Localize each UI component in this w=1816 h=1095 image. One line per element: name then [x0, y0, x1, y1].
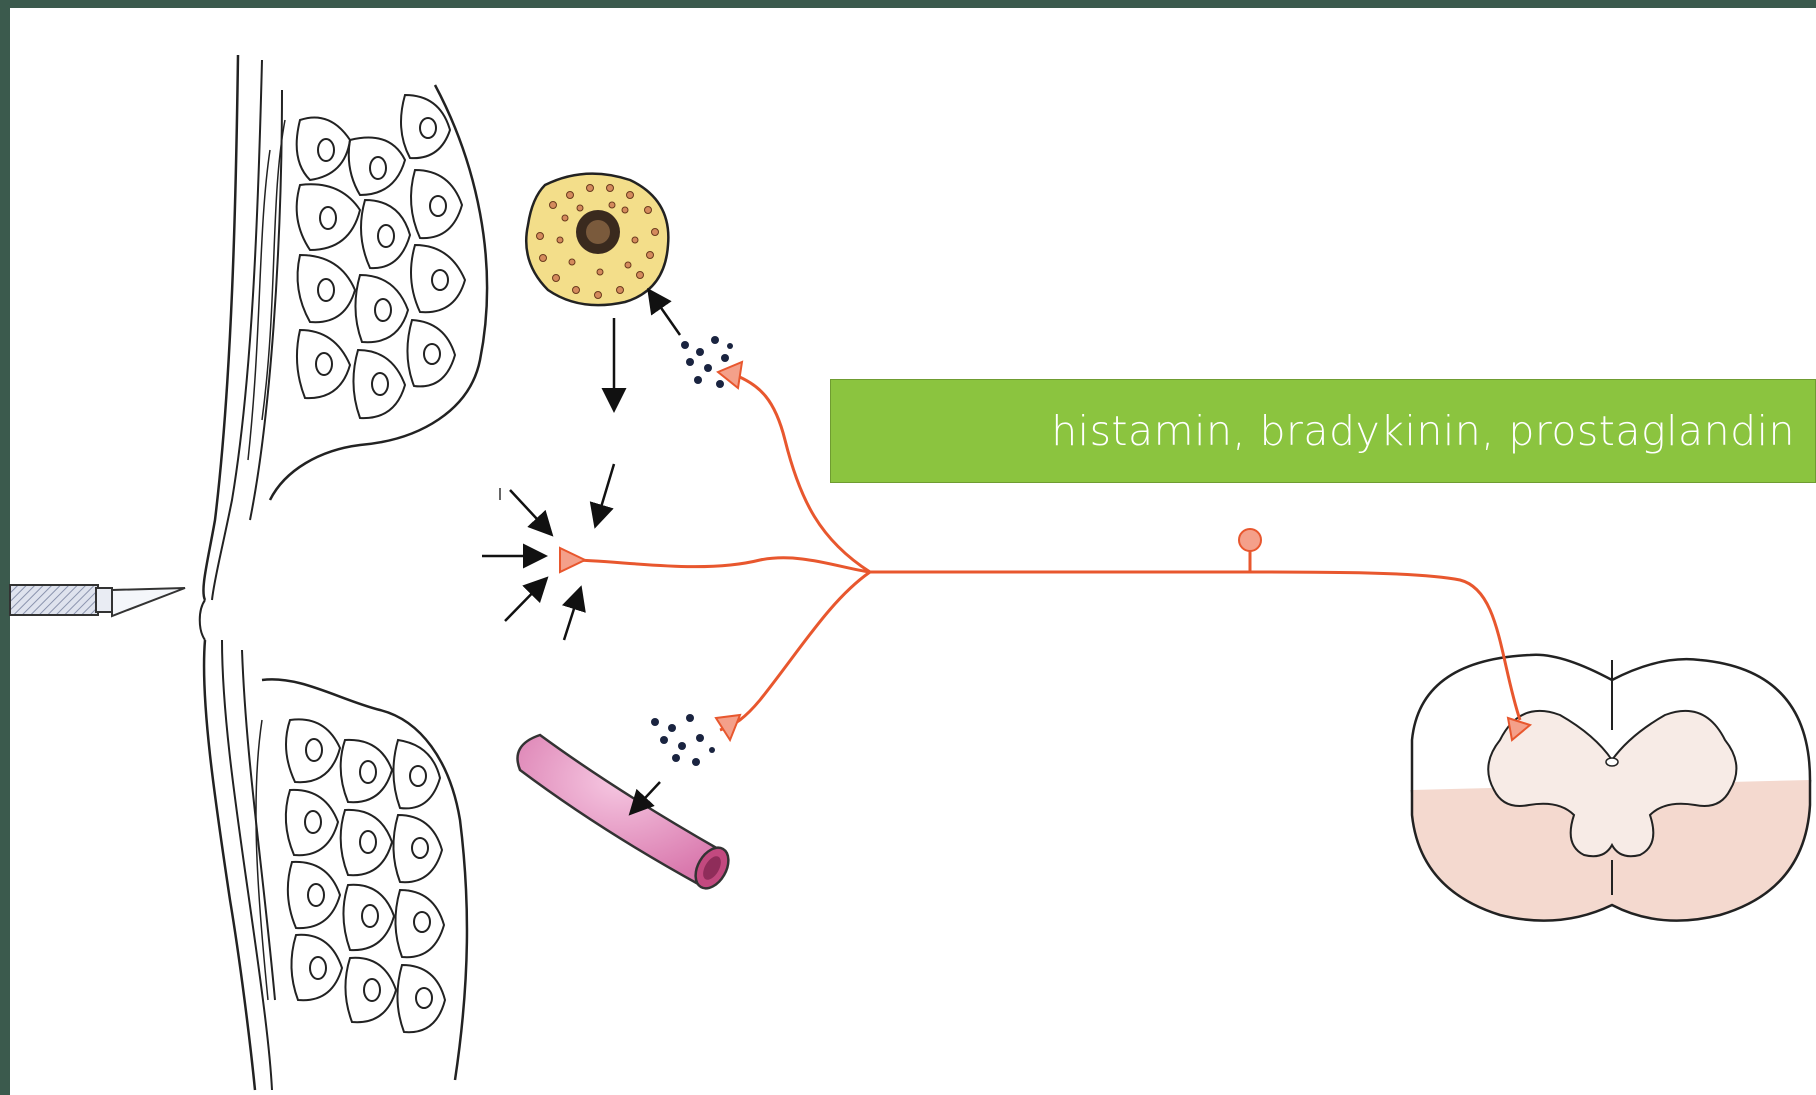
spinal-cord-icon [1412, 655, 1810, 921]
mediator-banner: histamin, bradykinin, prostaglandin [830, 379, 1816, 483]
blood-vessel-icon [518, 735, 736, 894]
mast-cell-icon [526, 174, 668, 306]
mediator-dots-lower [651, 714, 715, 766]
arrows [482, 292, 680, 812]
mediator-label: histamin, bradykinin, prostaglandin [1051, 407, 1795, 455]
tissue-icon [200, 55, 487, 1090]
mediator-dots-upper [681, 336, 733, 388]
scalpel-icon [10, 585, 185, 616]
